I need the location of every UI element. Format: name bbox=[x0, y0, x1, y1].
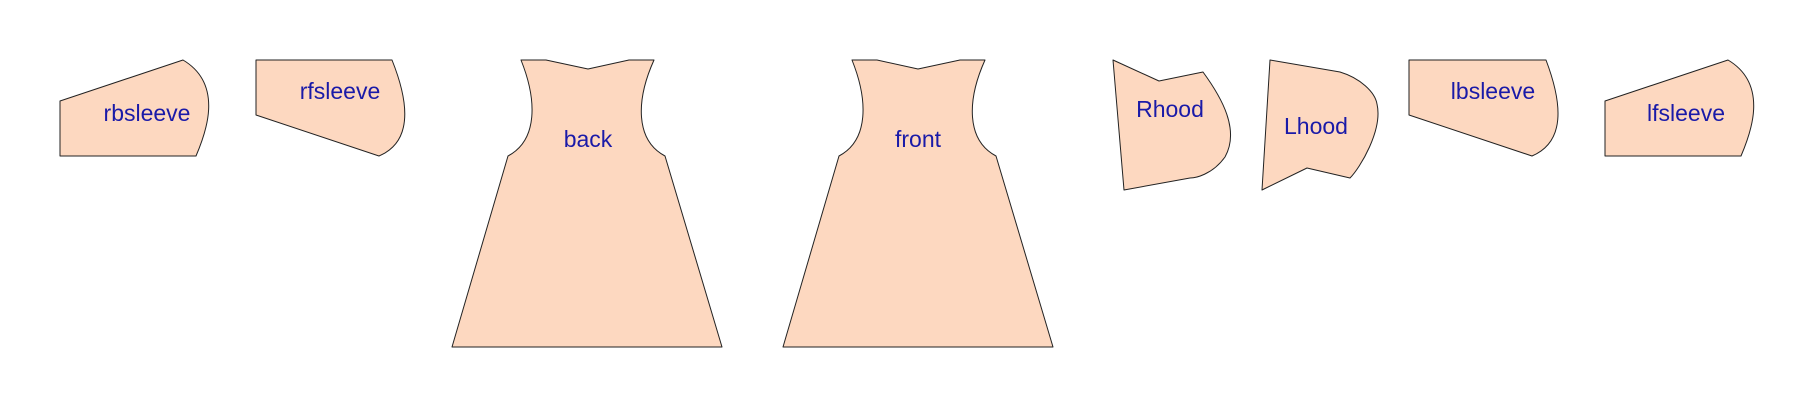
piece-lhood-label: Lhood bbox=[1284, 113, 1348, 139]
piece-rhood-label: Rhood bbox=[1136, 96, 1204, 122]
piece-front[interactable]: front bbox=[782, 59, 1054, 348]
piece-rhood-shape[interactable] bbox=[1112, 59, 1231, 191]
piece-rbsleeve-label: rbsleeve bbox=[104, 100, 191, 126]
piece-rfsleeve-shape[interactable] bbox=[255, 59, 406, 157]
piece-lfsleeve[interactable]: lfsleeve bbox=[1604, 59, 1755, 157]
piece-back-label: back bbox=[564, 126, 613, 152]
piece-lfsleeve-label: lfsleeve bbox=[1647, 100, 1725, 126]
piece-rhood[interactable]: Rhood bbox=[1112, 59, 1231, 191]
piece-lfsleeve-shape[interactable] bbox=[1604, 59, 1755, 157]
piece-lbsleeve[interactable]: lbsleeve bbox=[1408, 59, 1559, 157]
piece-front-shape[interactable] bbox=[782, 59, 1054, 348]
piece-lbsleeve-shape[interactable] bbox=[1408, 59, 1559, 157]
piece-back[interactable]: back bbox=[451, 59, 723, 348]
piece-back-shape[interactable] bbox=[451, 59, 723, 348]
piece-lhood-shape[interactable] bbox=[1261, 59, 1379, 191]
piece-rbsleeve[interactable]: rbsleeve bbox=[59, 59, 210, 157]
piece-rfsleeve[interactable]: rfsleeve bbox=[255, 59, 406, 157]
piece-lhood[interactable]: Lhood bbox=[1261, 59, 1379, 191]
piece-front-label: front bbox=[895, 126, 942, 152]
piece-rfsleeve-label: rfsleeve bbox=[300, 78, 381, 104]
piece-rbsleeve-shape[interactable] bbox=[59, 59, 210, 157]
piece-lbsleeve-label: lbsleeve bbox=[1451, 78, 1535, 104]
